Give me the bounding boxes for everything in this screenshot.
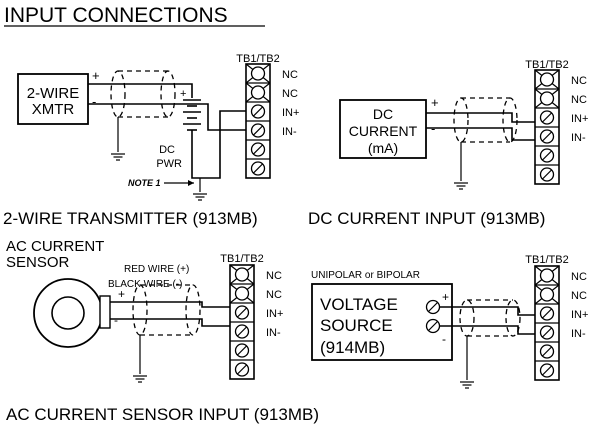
cable-shield-right <box>185 284 201 336</box>
panel-caption: DC CURRENT INPUT (913MB) <box>308 209 545 228</box>
cable-shield-left <box>110 70 126 118</box>
transmitter-minus-label: - <box>92 94 96 109</box>
supply-label-line1: DC <box>159 144 175 156</box>
terminal-block <box>229 264 255 380</box>
terminal-in-plus: IN+ <box>282 107 299 119</box>
terminal-in-minus: IN- <box>266 327 281 339</box>
terminal-block <box>534 69 560 185</box>
voltage-mode-label: UNIPOLAR or BIPOLAR <box>311 270 420 281</box>
minus-wire <box>110 318 230 327</box>
ground-icon <box>192 193 208 201</box>
sensor-label-line1: AC CURRENT <box>6 238 104 255</box>
panel-caption: 2-WIRE TRANSMITTER (913MB) <box>3 209 258 228</box>
cable-shield-left <box>453 97 469 143</box>
transmitter-label-line2: XMTR <box>32 101 75 118</box>
panel-two-wire-transmitter: 2-WIRE XMTR + - + DC PWR NOTE 1 TB <box>3 53 299 228</box>
dc-current-box <box>339 99 427 159</box>
terminal-block <box>245 63 271 179</box>
terminal-in-minus: IN- <box>571 132 586 144</box>
terminal-block-label: TB1/TB2 <box>220 253 263 265</box>
plus-wire <box>439 306 535 316</box>
panel-dc-current-input: DC CURRENT (mA) + - TB1/TB2 NC NC IN+ IN… <box>308 59 588 228</box>
voltage-label-line1: VOLTAGE <box>320 295 398 314</box>
plus-wire <box>110 301 230 308</box>
sensor-label-line2: SENSOR <box>6 254 70 271</box>
terminal-nc-2: NC <box>571 94 587 106</box>
voltage-label-line2: SOURCE <box>320 316 393 335</box>
minus-wire <box>88 103 246 131</box>
transmitter-label-line1: 2-WIRE <box>27 85 80 102</box>
terminal-nc-2: NC <box>266 289 282 301</box>
plus-wire <box>426 112 535 123</box>
cable-shield-right <box>502 97 518 143</box>
panel-ac-current-sensor: AC CURRENT SENSOR + - RED WIRE (+) BLACK… <box>6 238 319 424</box>
minus-wire <box>426 127 535 141</box>
panel-voltage-source: UNIPOLAR or BIPOLAR VOLTAGE SOURCE (914M… <box>311 254 588 389</box>
voltage-minus-label: - <box>442 332 446 346</box>
terminal-in-minus: IN- <box>282 126 297 138</box>
ground-icon <box>110 153 126 161</box>
terminal-in-minus: IN- <box>571 328 586 340</box>
supply-label-line2: PWR <box>156 158 182 170</box>
voltage-plus-label: + <box>442 290 449 304</box>
terminal-block-label: TB1/TB2 <box>236 53 279 65</box>
return-wire <box>191 110 246 179</box>
ground-icon <box>459 381 475 389</box>
terminal-in-plus: IN+ <box>266 308 283 320</box>
dc-current-label-line2: CURRENT <box>349 123 418 139</box>
dc-current-plus-label: + <box>431 95 439 110</box>
terminal-nc-2: NC <box>571 290 587 302</box>
terminal-nc-1: NC <box>282 69 298 81</box>
plus-wire <box>88 83 193 98</box>
terminal-block-label: TB1/TB2 <box>525 254 568 266</box>
dc-current-label-line3: (mA) <box>368 140 398 156</box>
terminal-nc-1: NC <box>571 75 587 87</box>
terminal-in-plus: IN+ <box>571 309 588 321</box>
sensor-minus-label: - <box>114 313 118 327</box>
sensor-plus-label: + <box>118 287 125 301</box>
terminal-nc-1: NC <box>266 270 282 282</box>
terminal-block <box>534 265 560 381</box>
ground-icon <box>132 375 148 383</box>
terminal-block-label: TB1/TB2 <box>525 59 568 71</box>
dc-current-label-line1: DC <box>373 106 393 122</box>
transmitter-plus-label: + <box>92 68 100 83</box>
terminal-nc-2: NC <box>282 88 298 100</box>
cable-shield-right <box>160 70 176 118</box>
transmitter-box <box>17 73 89 125</box>
black-wire-label: BLACK WIRE (-) <box>108 279 182 290</box>
minus-wire <box>439 325 535 335</box>
page-title: INPUT CONNECTIONS <box>4 4 228 27</box>
note-label: NOTE 1 <box>128 178 161 188</box>
cable-shield-left <box>459 299 475 337</box>
cable-shield-left <box>132 284 148 336</box>
cable-shield-right <box>505 299 521 337</box>
red-wire-label: RED WIRE (+) <box>124 264 189 275</box>
panel-caption: AC CURRENT SENSOR INPUT (913MB) <box>6 405 319 424</box>
voltage-label-line3: (914MB) <box>320 338 385 357</box>
terminal-nc-1: NC <box>571 271 587 283</box>
ground-icon <box>453 182 469 190</box>
terminal-in-plus: IN+ <box>571 113 588 125</box>
supply-plus-label: + <box>180 88 186 100</box>
